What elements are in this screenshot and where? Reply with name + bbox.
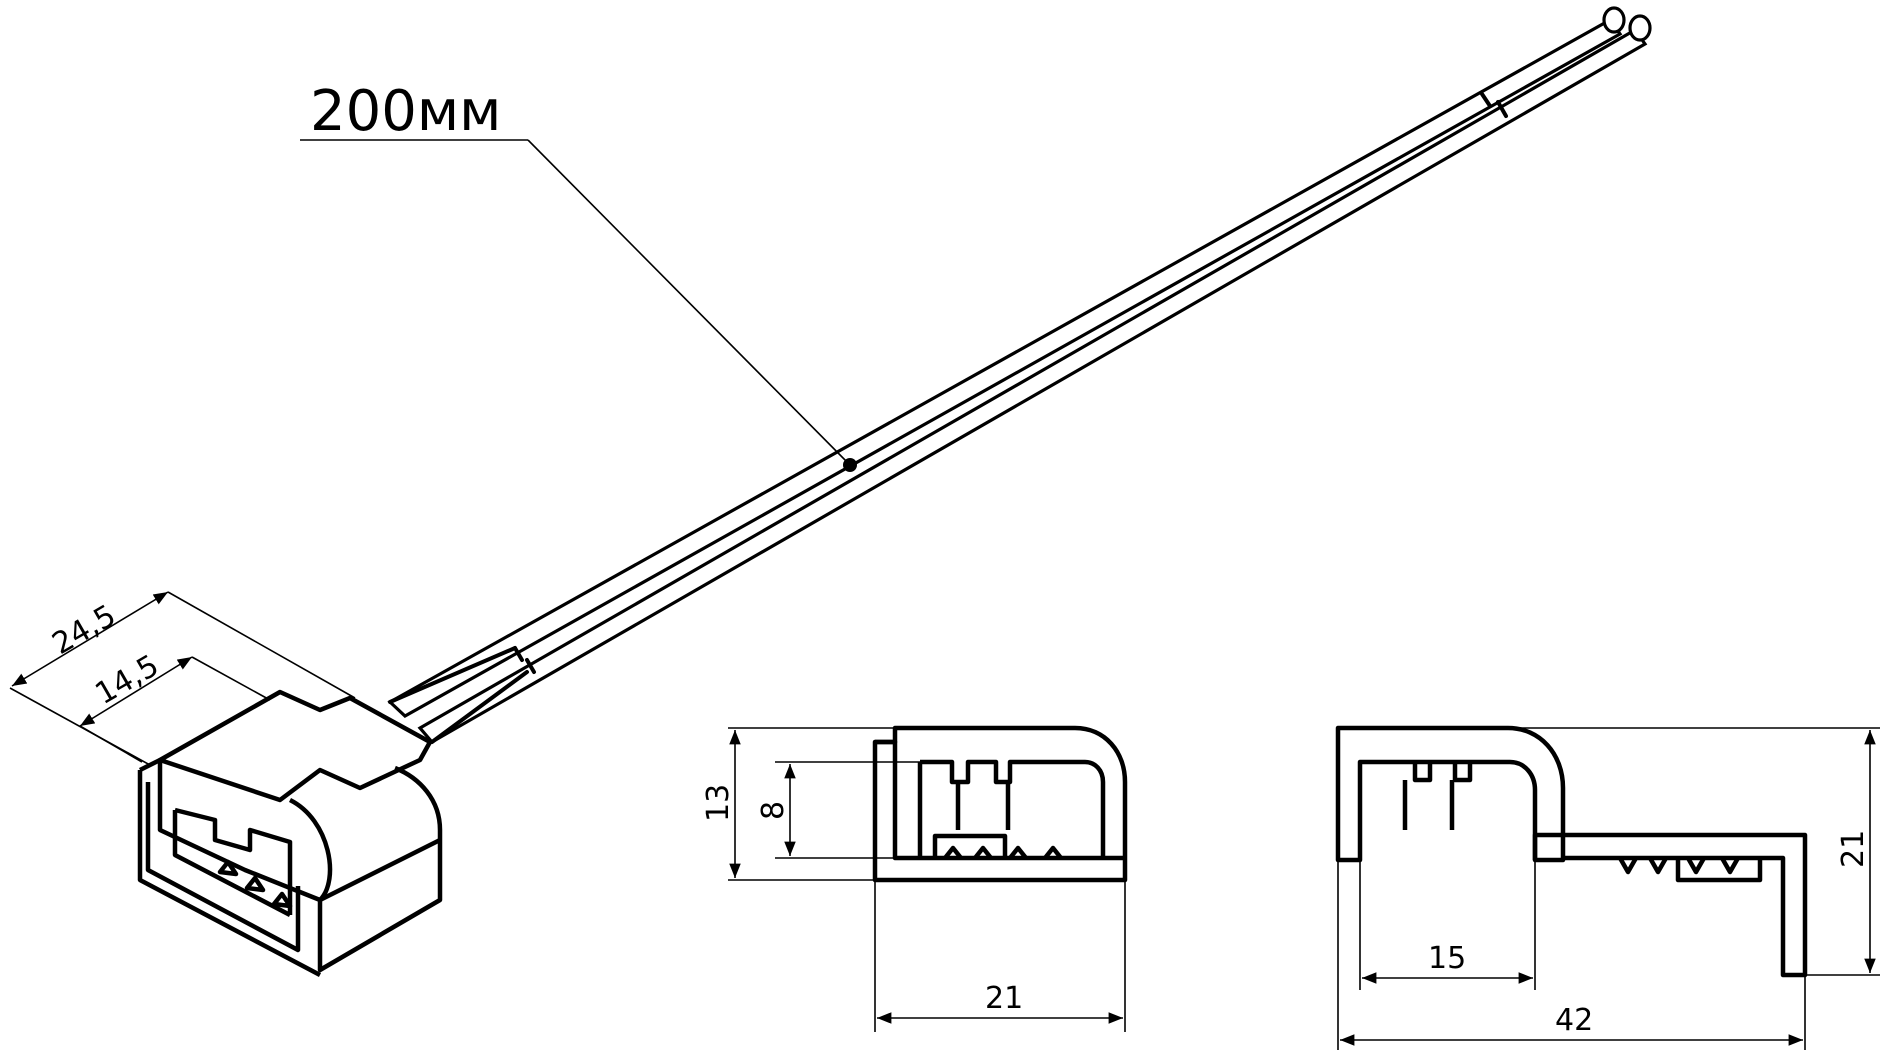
wire-2 — [417, 27, 1648, 745]
dim-line-inner-width — [79, 656, 193, 727]
dim-line-overall-width — [11, 591, 169, 687]
dim-label-inner-width: 15 — [1428, 941, 1466, 976]
iso-dimensions: 24,5 14,5 — [9, 591, 356, 766]
dim-label-height: 21 — [1836, 830, 1871, 868]
leader-dot — [843, 458, 857, 472]
wire-2-boot-mark — [525, 658, 536, 674]
wire-length-label: 200мм — [310, 79, 501, 144]
wire-2-strip-mark — [1496, 100, 1508, 118]
wire-length-callout: 200мм — [300, 79, 857, 472]
side-view-dimensions: 13 8 21 — [701, 727, 1126, 1032]
dim-label-overall-width: 24,5 — [47, 598, 122, 662]
connector-front-view — [1335, 725, 1808, 978]
front-view-contacts — [1618, 856, 1740, 875]
wire-pair — [387, 6, 1652, 745]
dim-label-inner-width: 14,5 — [90, 648, 165, 712]
side-view-contacts — [943, 845, 1063, 860]
wire-1-tip — [1602, 6, 1626, 34]
wire-1 — [387, 17, 1623, 718]
connector-iso-contacts — [217, 859, 293, 909]
wire-1-strip-mark — [1480, 92, 1492, 108]
dim-label-total-width: 42 — [1555, 1003, 1593, 1038]
connector-iso-body — [137, 689, 443, 977]
dim-label-height-inner: 8 — [756, 801, 791, 820]
wire-1-boot-mark — [513, 646, 524, 662]
wire-splay-2 — [430, 670, 529, 744]
dim-label-height-total: 13 — [701, 784, 736, 822]
wire-2-tip — [1628, 14, 1652, 42]
front-view-dimensions: 21 15 42 — [1337, 727, 1880, 1050]
wire-splay-1 — [388, 646, 517, 704]
dim-label-width: 21 — [985, 981, 1023, 1016]
